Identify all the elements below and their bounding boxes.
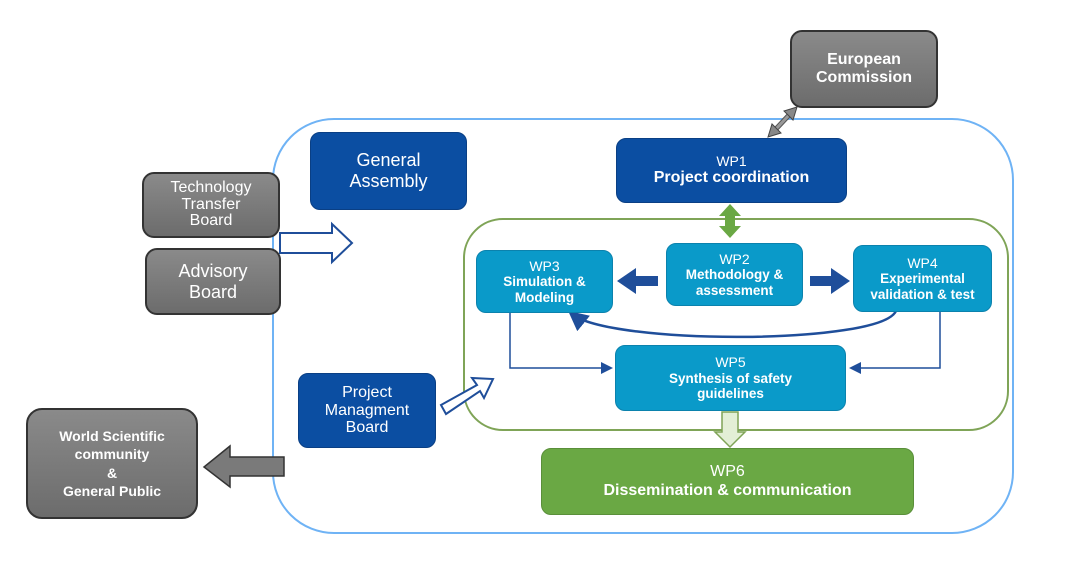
wp6-id: WP6 bbox=[710, 463, 745, 481]
ttb-line1: Technology bbox=[170, 178, 252, 196]
ttb-line3: Board bbox=[189, 212, 233, 230]
european-commission-box: European Commission bbox=[790, 30, 938, 108]
wp3-box: WP3 Simulation & Modeling bbox=[476, 250, 613, 313]
project-management-board-box: Project Managment Board bbox=[298, 373, 436, 448]
wsc-line1: World Scientific bbox=[59, 428, 165, 445]
ab-line1: Advisory bbox=[178, 260, 248, 281]
ec-line2: Commission bbox=[815, 69, 912, 86]
wsc-line3: & bbox=[106, 464, 118, 481]
ec-line1: European bbox=[827, 50, 901, 68]
wp6-box: WP6 Dissemination & communication bbox=[541, 448, 914, 515]
pmb-line1: Project bbox=[342, 384, 392, 402]
consortium-frame bbox=[272, 118, 1014, 534]
pmb-line3: Board bbox=[345, 419, 389, 437]
wp3-line1: Simulation & bbox=[503, 274, 586, 290]
wp5-line2: guidelines bbox=[697, 386, 764, 402]
wp6-title: Dissemination & communication bbox=[603, 481, 852, 499]
wp2-id: WP2 bbox=[719, 250, 750, 267]
ga-line2: Assembly bbox=[349, 171, 428, 191]
advisory-board-box: Advisory Board bbox=[145, 248, 281, 315]
wp5-id: WP5 bbox=[715, 354, 746, 371]
wp1-box: WP1 Project coordination bbox=[616, 138, 847, 203]
wp4-box: WP4 Experimental validation & test bbox=[853, 245, 992, 312]
wp5-line1: Synthesis of safety bbox=[668, 370, 793, 386]
wsc-line4: General Public bbox=[62, 482, 162, 499]
technology-transfer-board-box: Technology Transfer Board bbox=[142, 172, 280, 238]
ttb-line2: Transfer bbox=[181, 195, 241, 213]
wp3-id: WP3 bbox=[529, 257, 560, 274]
wp4-id: WP4 bbox=[907, 254, 938, 271]
wp5-box: WP5 Synthesis of safety guidelines bbox=[615, 345, 846, 411]
ab-line2: Board bbox=[188, 281, 238, 302]
wp2-line1: Methodology & bbox=[685, 267, 784, 283]
wp1-id: WP1 bbox=[716, 153, 747, 170]
world-scientific-community-box: World Scientific community & General Pub… bbox=[26, 408, 198, 519]
wp2-box: WP2 Methodology & assessment bbox=[666, 243, 803, 306]
wp4-line2: validation & test bbox=[870, 286, 975, 302]
wp1-title: Project coordination bbox=[653, 169, 810, 187]
wsc-line2: community bbox=[74, 446, 150, 463]
wp4-line1: Experimental bbox=[880, 271, 965, 287]
general-assembly-box: General Assembly bbox=[310, 132, 467, 210]
pmb-line2: Managment bbox=[324, 401, 410, 419]
wp3-line2: Modeling bbox=[514, 289, 575, 305]
wp2-line2: assessment bbox=[695, 282, 774, 298]
ga-line1: General bbox=[356, 150, 421, 171]
